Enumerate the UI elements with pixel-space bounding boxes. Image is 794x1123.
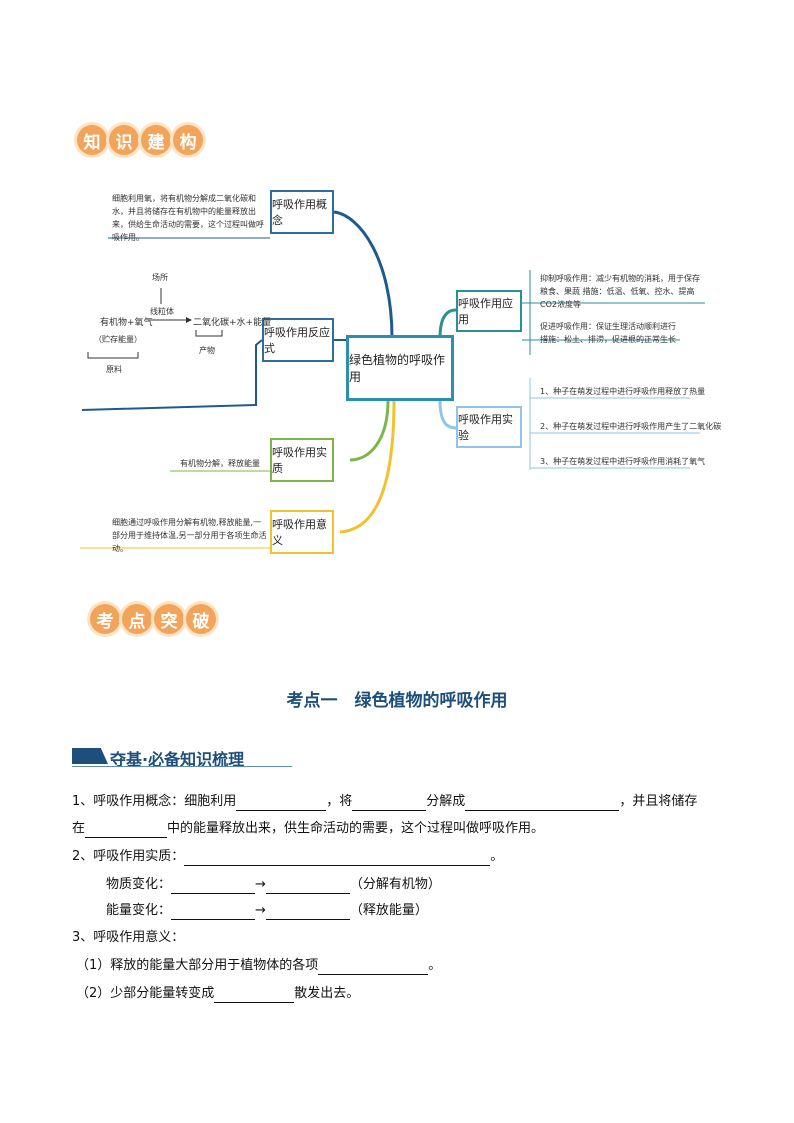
question-1-line-1: 1、呼吸作用概念：细胞利用 ，将 分解成 ，并且将储存: [72, 793, 697, 811]
badge-char: 突: [154, 604, 184, 634]
section-title: 考点一 绿色植物的呼吸作用: [286, 691, 508, 711]
q2-matter-label: 物质变化：: [106, 877, 172, 892]
equation-products: 二氧化碳+水+能量: [193, 318, 272, 328]
equation-product-bracket: [195, 330, 223, 337]
q2-blank-matter-to[interactable]: [265, 879, 350, 894]
q3-1-text: （1）释放的能量大部分用于植物体的各项: [76, 958, 319, 973]
q1-blank-organic[interactable]: [352, 796, 427, 811]
subtitle-text: 夺基·必备知识梳理: [110, 750, 245, 769]
q2-blank-matter-from[interactable]: [171, 879, 256, 894]
experiment-note-3: 3、种子在萌发过程中进行呼吸作用消耗了氧气: [540, 457, 706, 466]
q1-blank-storage[interactable]: [85, 823, 168, 838]
experiment-note-2: 2、种子在萌发过程中进行呼吸作用产生了二氧化碳: [540, 422, 722, 431]
equation-arrow-head: [186, 317, 192, 323]
equation-reactants: 有机物+氧气: [100, 318, 153, 328]
node-application: 呼吸作用应用: [456, 290, 522, 332]
badge-char: 识: [109, 125, 139, 155]
concept-note: 细胞利用氧，将有机物分解成二氧化碳和水，并且将储存在有机物中的能量释放出来，供给…: [112, 194, 264, 242]
q3-1-blank[interactable]: [318, 960, 429, 975]
connector-equation-down: [81, 339, 263, 411]
badge-char: 点: [122, 604, 152, 634]
q2-energy-label: 能量变化：: [106, 903, 172, 918]
mindmap-center-node: 绿色植物的呼吸作用: [346, 335, 454, 401]
q1-blank-oxygen[interactable]: [236, 796, 327, 811]
question-3: 3、呼吸作用意义：: [72, 930, 185, 945]
equation-raw-bracket: [87, 352, 139, 359]
exam-points-badge: 考 点 突 破: [90, 604, 216, 634]
q1-blank-products[interactable]: [465, 796, 620, 811]
question-3-2: （2）少部分能量转变成 散发出去。: [76, 985, 359, 1003]
node-equation: 呼吸作用反应式: [262, 318, 334, 362]
node-concept: 呼吸作用概念: [270, 190, 334, 234]
q2-blank-essence[interactable]: [184, 851, 491, 866]
equation-raw-label: 原料: [106, 365, 122, 374]
essence-note: 有机物分解，释放能量: [180, 459, 260, 468]
node-essence: 呼吸作用实质: [270, 438, 334, 482]
mindmap-connectors: [80, 210, 705, 549]
question-2: 2、呼吸作用实质： 。: [72, 848, 503, 866]
q2-blank-energy-to[interactable]: [265, 905, 350, 920]
q2-matter-arrow: →: [255, 877, 266, 892]
q2-blank-energy-from[interactable]: [171, 905, 256, 920]
q1-text-b: ，将: [326, 794, 353, 809]
application-note-2: 促进呼吸作用：保证生理活动顺利进行 措施：松土、排涝，促进根的正常生长: [540, 322, 676, 344]
equation-products-label: 产物: [199, 346, 215, 355]
q1-text-e: 在: [72, 821, 86, 836]
equation-organelle: 线粒体: [150, 307, 174, 316]
knowledge-structure-badge: 知 识 建 构: [77, 125, 203, 155]
q1-text-a: 1、呼吸作用概念：细胞利用: [72, 794, 237, 809]
experiment-note-1: 1、种子在萌发过程中进行呼吸作用释放了热量: [540, 387, 706, 396]
node-experiment: 呼吸作用实验: [456, 406, 522, 448]
q3-2-blank[interactable]: [214, 988, 295, 1003]
q3-2-text-b: 散发出去。: [294, 986, 360, 1001]
subtitle-bar: 夺基·必备知识梳理: [72, 748, 292, 770]
question-2-energy: 能量变化： → （释放能量）: [106, 902, 428, 920]
connector-meaning: [339, 399, 396, 534]
q2-end: 。: [490, 849, 504, 864]
subtitle-underline: [72, 766, 292, 767]
question-1-line-2: 在 中的能量释放出来，供生命活动的需要，这个过程叫做呼吸作用。: [72, 820, 544, 838]
q1-text-c: 分解成: [426, 794, 466, 809]
q2-matter-note: （分解有机物）: [349, 877, 441, 892]
q2-text: 2、呼吸作用实质：: [72, 849, 185, 864]
application-note-1: 抑制呼吸作用：减少有机物的消耗，用于保存粮食、果蔬 措施：低温、低氧、控水、提高…: [540, 274, 700, 309]
question-2-matter: 物质变化： → （分解有机物）: [106, 876, 441, 894]
meaning-note: 细胞通过呼吸作用分解有机物,释放能量,一部分用于维持体温,另一部分用于各项生命活…: [112, 518, 267, 553]
q3-1-end: 。: [428, 958, 442, 973]
badge-char: 构: [173, 125, 203, 155]
subtitle-bar-marker: [72, 748, 108, 764]
badge-char: 知: [77, 125, 107, 155]
equation-place: 场所: [152, 273, 168, 282]
badge-char: 破: [186, 604, 216, 634]
q1-text-f: 中的能量释放出来，供生命活动的需要，这个过程叫做呼吸作用。: [167, 821, 545, 836]
badge-char: 建: [141, 125, 171, 155]
question-3-1: （1）释放的能量大部分用于植物体的各项 。: [76, 957, 441, 975]
badge-char: 考: [90, 604, 120, 634]
connector-concept: [333, 210, 394, 339]
connector-essence: [349, 399, 390, 462]
connector-application: [438, 308, 457, 339]
q2-energy-arrow: →: [255, 903, 266, 918]
q3-2-text-a: （2）少部分能量转变成: [76, 986, 215, 1001]
q1-text-d: ，并且将储存: [619, 794, 698, 809]
node-meaning: 呼吸作用意义: [270, 510, 334, 554]
connector-experiment: [438, 399, 457, 430]
equation-storage: （贮存能量）: [94, 335, 142, 344]
q2-energy-note: （释放能量）: [349, 903, 428, 918]
